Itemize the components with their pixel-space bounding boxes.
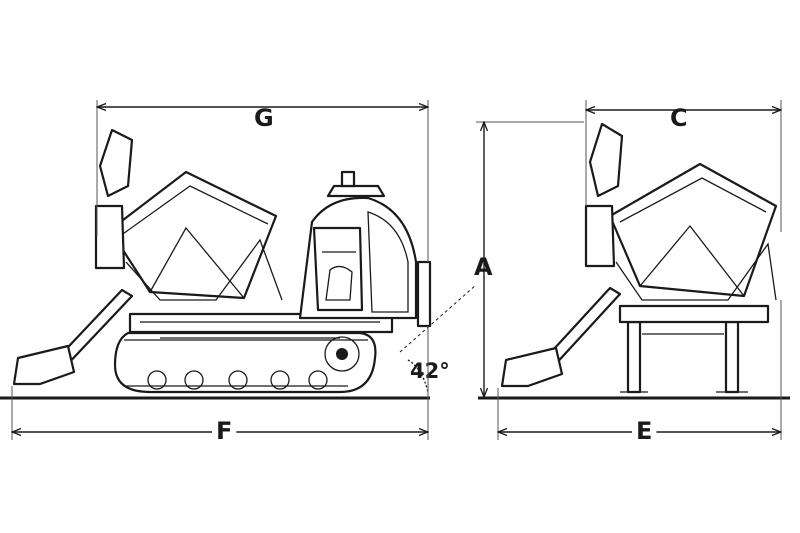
mixer-drum — [108, 170, 278, 300]
dimension-label-e-background — [632, 415, 657, 447]
front-bucket — [500, 346, 564, 388]
angle-label: 42° — [410, 359, 450, 383]
dimension-label-g: G — [254, 104, 274, 132]
support-leg — [626, 320, 642, 394]
angle-line — [399, 284, 477, 353]
dimension-label-e: E — [636, 417, 652, 445]
track-wheels — [147, 336, 360, 390]
angle-arc — [407, 359, 429, 393]
dimension-label-f-background — [212, 415, 237, 447]
dumper-front-view — [500, 122, 778, 394]
support-leg — [724, 320, 740, 394]
dimension-label-a: A — [474, 253, 493, 281]
track — [113, 331, 377, 394]
front-bucket — [12, 344, 76, 386]
dumper-side-view — [12, 128, 432, 394]
dimension-label-c: C — [670, 104, 688, 132]
dimension-label-f: F — [216, 417, 232, 445]
